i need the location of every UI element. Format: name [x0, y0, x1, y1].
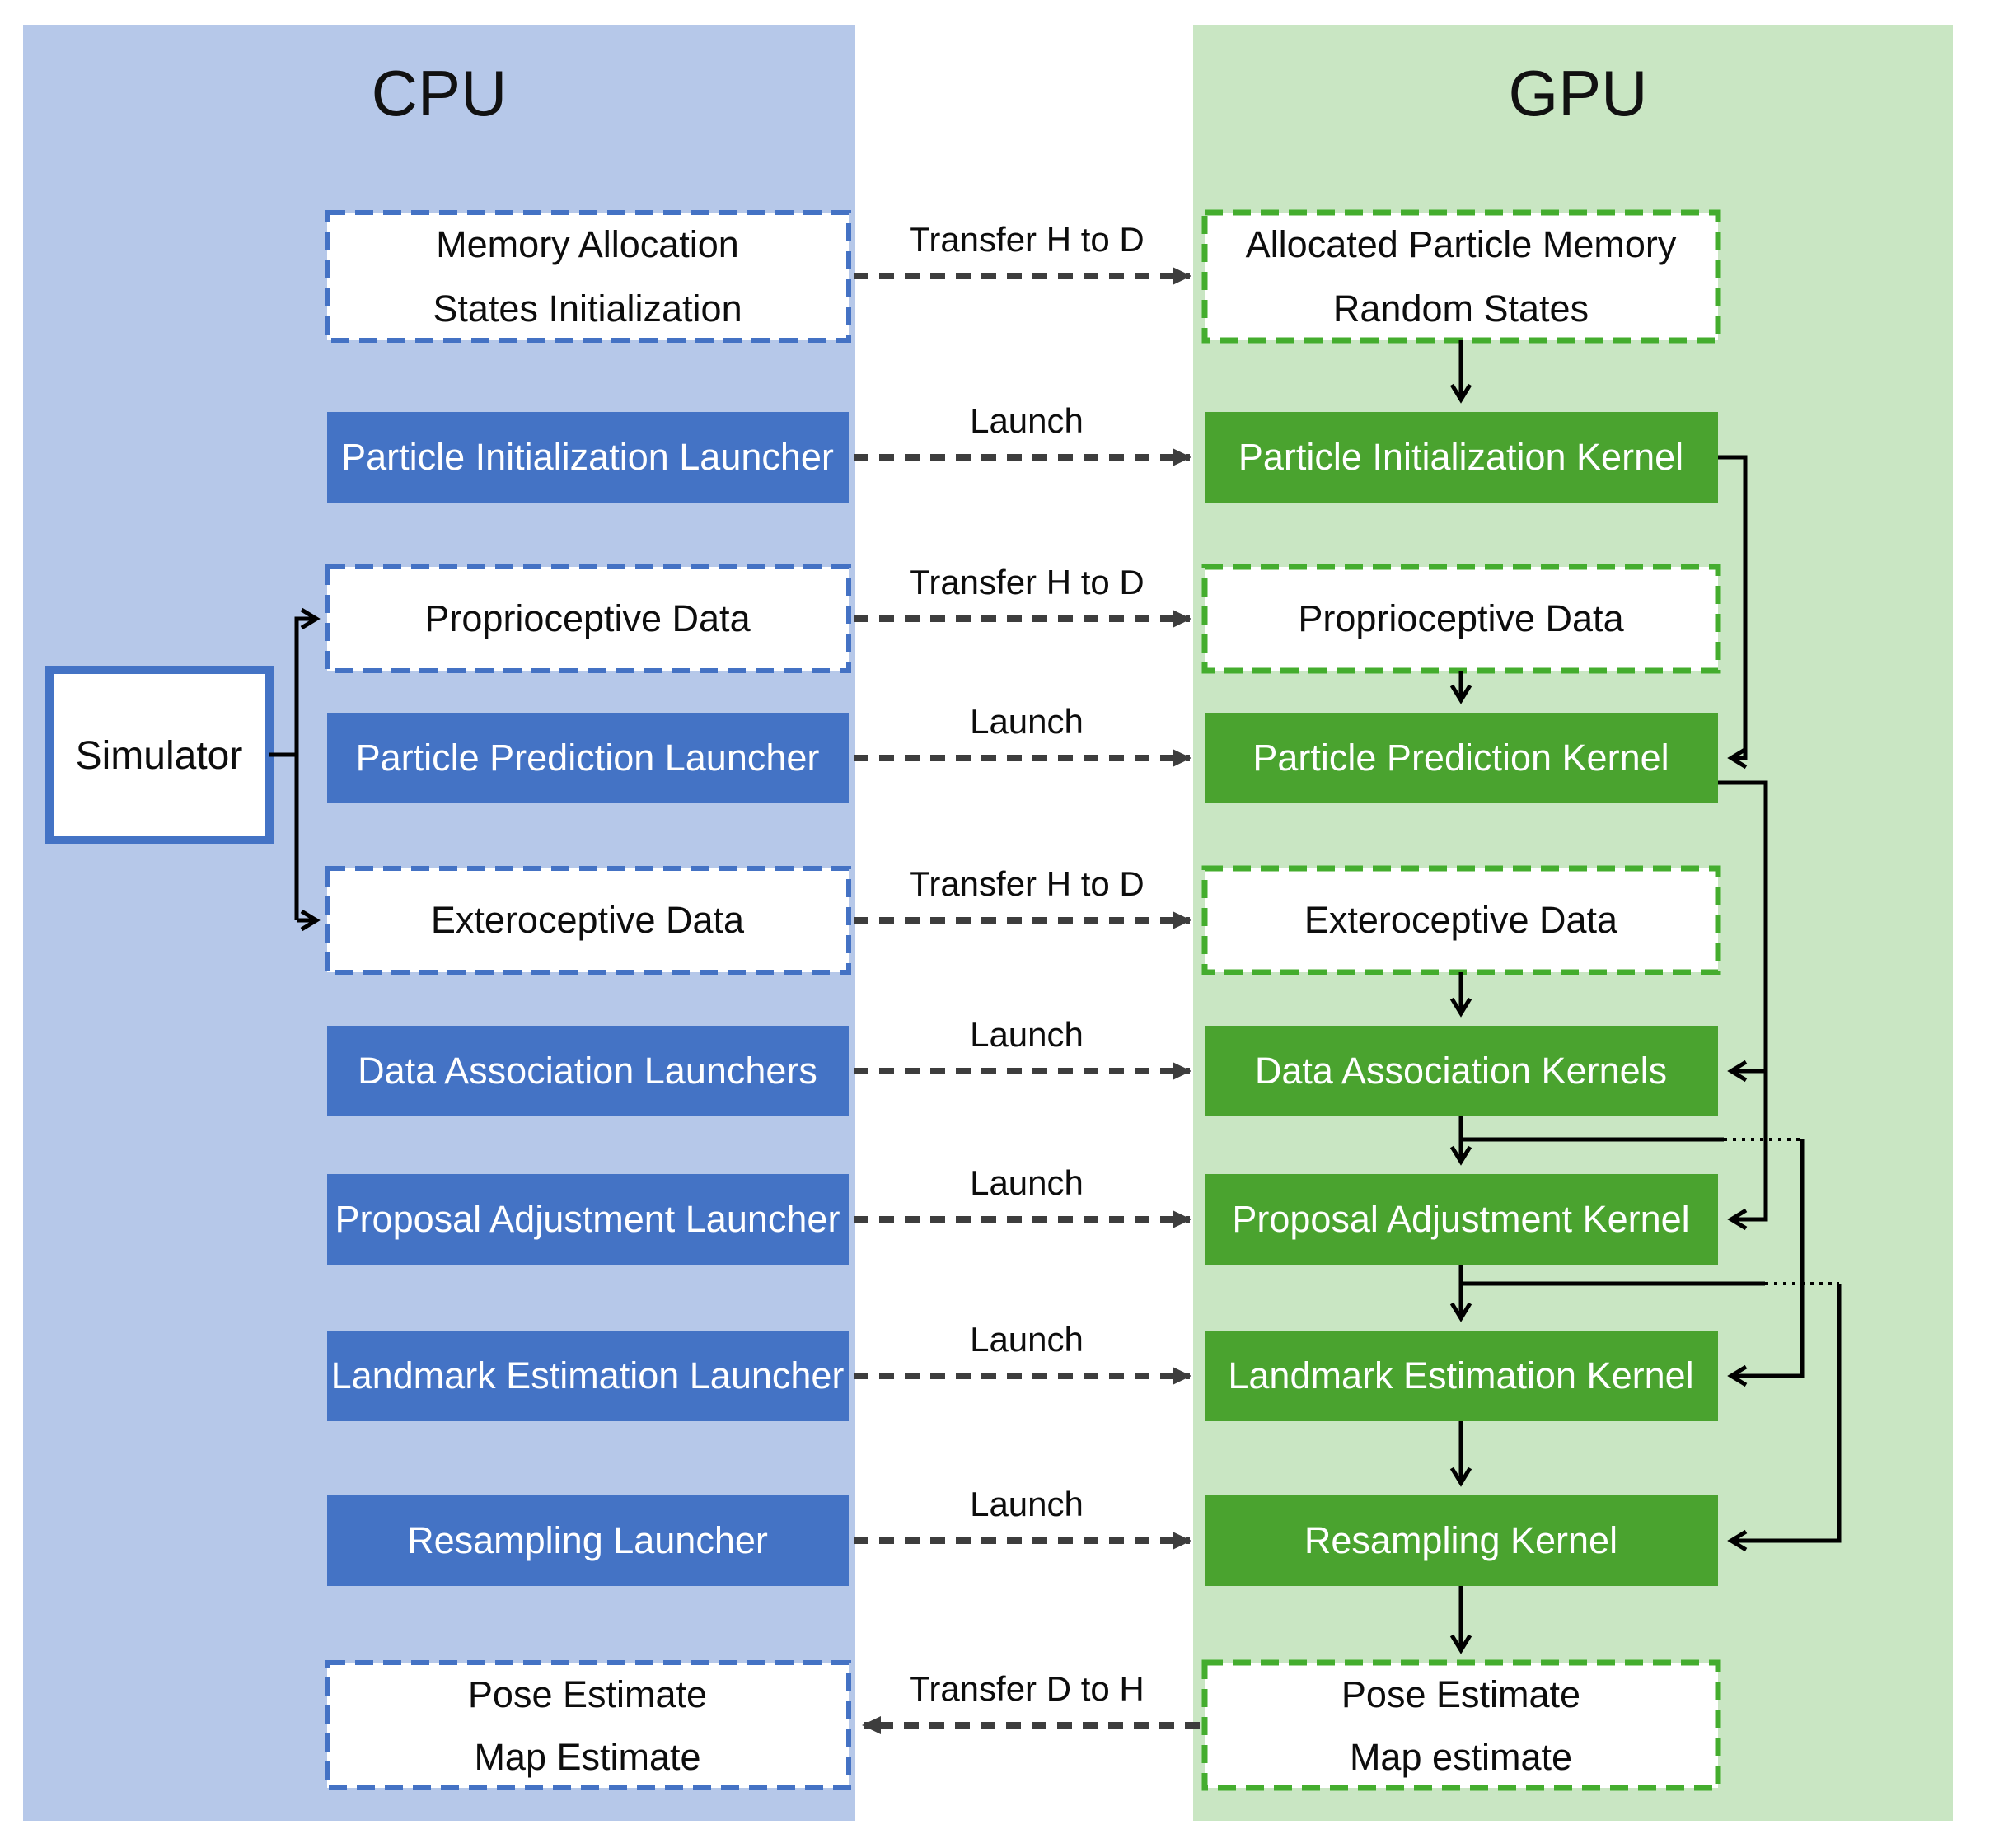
cpu-box-landmark-estimation-launcher: Landmark Estimation Launcher: [327, 1331, 849, 1421]
cpu-box-exteroceptive-data: Exteroceptive Data: [325, 866, 851, 975]
cpu-box-memory-allocation: Memory Allocation States Initialization: [325, 210, 851, 343]
transfer-arrow-proprioceptive: Transfer H to D: [854, 563, 1191, 628]
launch-arrow-landmark-estimation: Launch: [854, 1320, 1191, 1385]
cpu-box-landmark-estimation-launcher-rect: [327, 1331, 849, 1421]
transfer-arrow-exteroceptive-label: Transfer H to D: [909, 864, 1145, 903]
gpu-box-particle-initialization-kernel-rect: [1205, 412, 1718, 503]
gpu-panel-title: GPU: [1508, 57, 1647, 129]
feedback-init-to-prediction: [1718, 455, 1748, 770]
gpu-box-allocated-particle-memory: Allocated Particle Memory Random States: [1201, 209, 1721, 344]
launch-arrow-particle-initialization-label: Launch: [970, 401, 1084, 440]
gpu-box-proposal-adjustment-kernel: Proposal Adjustment Kernel: [1205, 1174, 1718, 1265]
gpu-box-particle-initialization-kernel-label: Particle Initialization Kernel: [1238, 436, 1683, 478]
transfer-arrow-pose-estimate: Transfer D to H: [862, 1669, 1200, 1734]
gpu-box-proprioceptive-data: Proprioceptive Data: [1201, 564, 1721, 674]
gpu-box-data-association-kernels-label: Data Association Kernels: [1255, 1050, 1667, 1092]
gpu-box-proprioceptive-data-label: Proprioceptive Data: [1298, 597, 1624, 639]
gpu-box-particle-prediction-kernel-label: Particle Prediction Kernel: [1252, 737, 1669, 779]
gpu-box-exteroceptive-data-rect: [1201, 865, 1721, 975]
gpu-box-allocated-particle-memory-line2: Random States: [1333, 288, 1589, 330]
cpu-box-proprioceptive-data: Proprioceptive Data: [325, 564, 851, 673]
transfer-arrow-pose-estimate-label: Transfer D to H: [909, 1669, 1145, 1708]
simulator-rect: [45, 666, 274, 844]
cpu-box-data-association-launchers-rect: [327, 1026, 849, 1116]
cpu-box-particle-prediction-launcher: Particle Prediction Launcher: [327, 713, 849, 803]
cpu-box-resampling-launcher-label: Resampling Launcher: [407, 1519, 768, 1561]
feedback-proposal-to-resampling: [1727, 1284, 1842, 1552]
gpu-box-proposal-adjustment-kernel-rect: [1205, 1174, 1718, 1265]
gpu-box-allocated-particle-memory-line1: Allocated Particle Memory: [1246, 223, 1677, 265]
launch-arrow-particle-initialization: Launch: [854, 401, 1191, 466]
cpu-box-pose-estimate-line1: Pose Estimate: [468, 1673, 707, 1715]
launch-arrow-data-association-label: Launch: [970, 1015, 1084, 1054]
launch-arrow-landmark-estimation-label: Launch: [970, 1320, 1084, 1359]
launch-arrow-resampling: Launch: [854, 1485, 1191, 1550]
simulator-label: Simulator: [76, 734, 243, 778]
gpu-box-resampling-kernel-label: Resampling Kernel: [1304, 1519, 1617, 1561]
gpu-box-landmark-estimation-kernel: Landmark Estimation Kernel: [1205, 1331, 1718, 1421]
gpu-box-particle-prediction-kernel: Particle Prediction Kernel: [1205, 713, 1718, 803]
gpu-box-proprioceptive-data-rect: [1201, 564, 1721, 674]
gpu-box-landmark-estimation-kernel-rect: [1205, 1331, 1718, 1421]
cpu-box-proposal-adjustment-launcher: Proposal Adjustment Launcher: [327, 1174, 849, 1265]
cpu-box-landmark-estimation-launcher-label: Landmark Estimation Launcher: [331, 1354, 845, 1397]
cpu-box-exteroceptive-data-label: Exteroceptive Data: [431, 899, 745, 941]
cpu-box-proprioceptive-data-rect: [325, 564, 851, 673]
cpu-box-particle-initialization-launcher-rect: [327, 412, 849, 503]
cpu-panel-title: CPU: [372, 57, 508, 129]
gpu-box-exteroceptive-data-label: Exteroceptive Data: [1304, 899, 1618, 941]
launch-arrow-particle-prediction-label: Launch: [970, 702, 1084, 741]
cpu-box-pose-estimate-rect: [325, 1660, 851, 1790]
gpu-box-pose-estimate-rect: [1201, 1659, 1721, 1791]
cpu-box-particle-prediction-launcher-rect: [327, 713, 849, 803]
launch-arrow-resampling-label: Launch: [970, 1485, 1084, 1523]
gpu-box-exteroceptive-data: Exteroceptive Data: [1201, 865, 1721, 975]
simulator-to-proprioceptive-arrow: [294, 607, 321, 920]
gpu-box-resampling-kernel: Resampling Kernel: [1205, 1495, 1718, 1586]
gpu-box-particle-prediction-kernel-rect: [1205, 713, 1718, 803]
simulator-box: Simulator: [45, 666, 274, 844]
feedback-prediction-to-proposal: [1718, 780, 1768, 1231]
gpu-box-landmark-estimation-kernel-label: Landmark Estimation Kernel: [1228, 1354, 1693, 1397]
gpu-box-data-association-kernels-rect: [1205, 1026, 1718, 1116]
gpu-box-proposal-adjustment-kernel-label: Proposal Adjustment Kernel: [1232, 1198, 1689, 1240]
cpu-box-proprioceptive-data-label: Proprioceptive Data: [424, 597, 751, 639]
launch-arrow-proposal-adjustment: Launch: [854, 1163, 1191, 1228]
cpu-box-memory-allocation-line2: States Initialization: [433, 288, 742, 330]
gpu-box-pose-estimate: Pose Estimate Map estimate: [1201, 1659, 1721, 1791]
gpu-box-resampling-kernel-rect: [1205, 1495, 1718, 1586]
cpu-box-resampling-launcher: Resampling Launcher: [327, 1495, 849, 1586]
cpu-box-proposal-adjustment-launcher-rect: [327, 1174, 849, 1265]
cpu-box-resampling-launcher-rect: [327, 1495, 849, 1586]
launch-arrow-data-association: Launch: [854, 1015, 1191, 1080]
cpu-box-particle-prediction-launcher-label: Particle Prediction Launcher: [356, 737, 820, 779]
cpu-box-particle-initialization-launcher-label: Particle Initialization Launcher: [341, 436, 834, 478]
launch-arrow-particle-prediction: Launch: [854, 702, 1191, 767]
cpu-box-pose-estimate: Pose Estimate Map Estimate: [325, 1660, 851, 1790]
gpu-box-data-association-kernels: Data Association Kernels: [1205, 1026, 1718, 1116]
gpu-box-particle-initialization-kernel: Particle Initialization Kernel: [1205, 412, 1718, 503]
transfer-arrow-memory: Transfer H to D: [854, 220, 1191, 285]
cpu-box-memory-allocation-rect: [325, 210, 851, 343]
cpu-box-exteroceptive-data-rect: [325, 866, 851, 975]
cpu-box-proposal-adjustment-launcher-label: Proposal Adjustment Launcher: [335, 1198, 840, 1240]
launch-arrow-proposal-adjustment-label: Launch: [970, 1163, 1084, 1202]
cpu-box-particle-initialization-launcher: Particle Initialization Launcher: [327, 412, 849, 503]
cpu-box-data-association-launchers-label: Data Association Launchers: [358, 1050, 817, 1092]
gpu-box-allocated-particle-memory-rect: [1201, 209, 1721, 344]
cpu-box-data-association-launchers: Data Association Launchers: [327, 1026, 849, 1116]
transfer-arrow-exteroceptive: Transfer H to D: [854, 864, 1191, 929]
transfer-arrow-proprioceptive-label: Transfer H to D: [909, 563, 1145, 601]
feedback-data-association-to-landmark: [1727, 1139, 1805, 1387]
gpu-box-pose-estimate-line1: Pose Estimate: [1341, 1673, 1580, 1715]
cpu-box-pose-estimate-line2: Map Estimate: [474, 1736, 700, 1778]
gpu-feedback-connectors: [1461, 455, 1842, 1552]
cpu-box-memory-allocation-line1: Memory Allocation: [436, 223, 739, 265]
gpu-box-pose-estimate-line2: Map estimate: [1350, 1736, 1572, 1778]
transfer-arrow-memory-label: Transfer H to D: [909, 220, 1145, 259]
simulator-connector: [269, 607, 321, 932]
